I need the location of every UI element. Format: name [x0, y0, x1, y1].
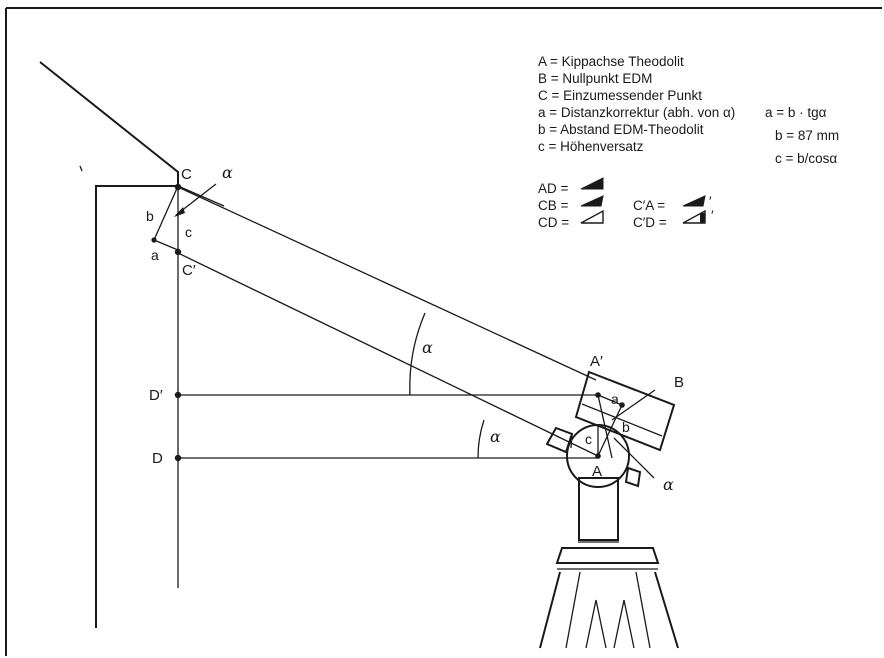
label-a-prime: A′: [590, 353, 603, 370]
theodolite-instrument: [539, 370, 679, 649]
label-alpha-top: α: [222, 163, 233, 182]
legend-item-c-upper: C = Einzumessender Punkt: [538, 88, 702, 103]
formula-b: b = 87 mm: [775, 128, 839, 143]
stray-mark: [79, 165, 83, 172]
wedge-c-prime-d-fill: [700, 213, 705, 223]
legend: A = Kippachse Theodolit B = Nullpunkt ED…: [538, 54, 839, 166]
label-a-small: a: [151, 247, 159, 263]
label-b-offset: b: [622, 419, 630, 435]
prime-mark-c-prime-d: ′: [711, 208, 714, 223]
angle-arc-lower: [477, 419, 485, 459]
legend-item-b-lower: b = Abstand EDM-Theodolit: [538, 122, 704, 137]
sight-line-c-to-b: [177, 186, 597, 381]
label-b-point: B: [674, 374, 684, 391]
label-alpha-upper: α: [422, 338, 433, 357]
label-a-point: A: [592, 463, 602, 480]
wedge-ad-icon: [580, 177, 604, 190]
distance-relations: AD = CB = CD = C′A = ′ C′D = ′: [538, 177, 714, 230]
prime-mark-c-prime-a: ′: [709, 194, 712, 209]
legend-item-c-lower: c = Höhenversatz: [538, 139, 644, 154]
wedge-cd-icon: [580, 209, 604, 224]
legend-item-a-lower: a = Distanzkorrektur (abh. von α): [538, 105, 735, 120]
label-a-offset: a: [611, 391, 619, 407]
alpha-arrow-c: [174, 183, 217, 217]
formula-a: a = b · tgα: [765, 105, 827, 120]
sight-line-c-prime-to-a: [177, 252, 599, 457]
wedge-cb-icon: [580, 195, 604, 207]
wedge-c-prime-a-icon: [682, 195, 706, 207]
label-c-offset: c: [585, 431, 592, 447]
label-d: D: [152, 450, 163, 467]
formula-c: c = b/cosα: [775, 151, 837, 166]
label-c-small: c: [185, 224, 192, 240]
label-alpha-instrument: α: [663, 475, 674, 494]
angle-arc-upper: [409, 312, 426, 396]
label-c: C: [181, 166, 192, 183]
relation-cb: CB =: [538, 198, 569, 213]
relation-c-prime-a: C′A =: [633, 198, 665, 213]
legend-item-a-upper: A = Kippachse Theodolit: [538, 54, 684, 69]
label-alpha-lower: α: [490, 427, 501, 446]
frame-border: [5, 7, 882, 656]
legend-item-b-upper: B = Nullpunkt EDM: [538, 71, 652, 86]
label-c-prime: C′: [182, 262, 196, 279]
relation-cd: CD =: [538, 215, 569, 230]
building-outline: [39, 61, 179, 628]
label-d-prime: D′: [149, 387, 163, 404]
label-b-small: b: [146, 208, 154, 224]
correction-triangle: [153, 185, 225, 251]
relation-ad: AD =: [538, 181, 569, 196]
relation-c-prime-d: C′D =: [633, 215, 667, 230]
point-markers: [151, 183, 182, 462]
